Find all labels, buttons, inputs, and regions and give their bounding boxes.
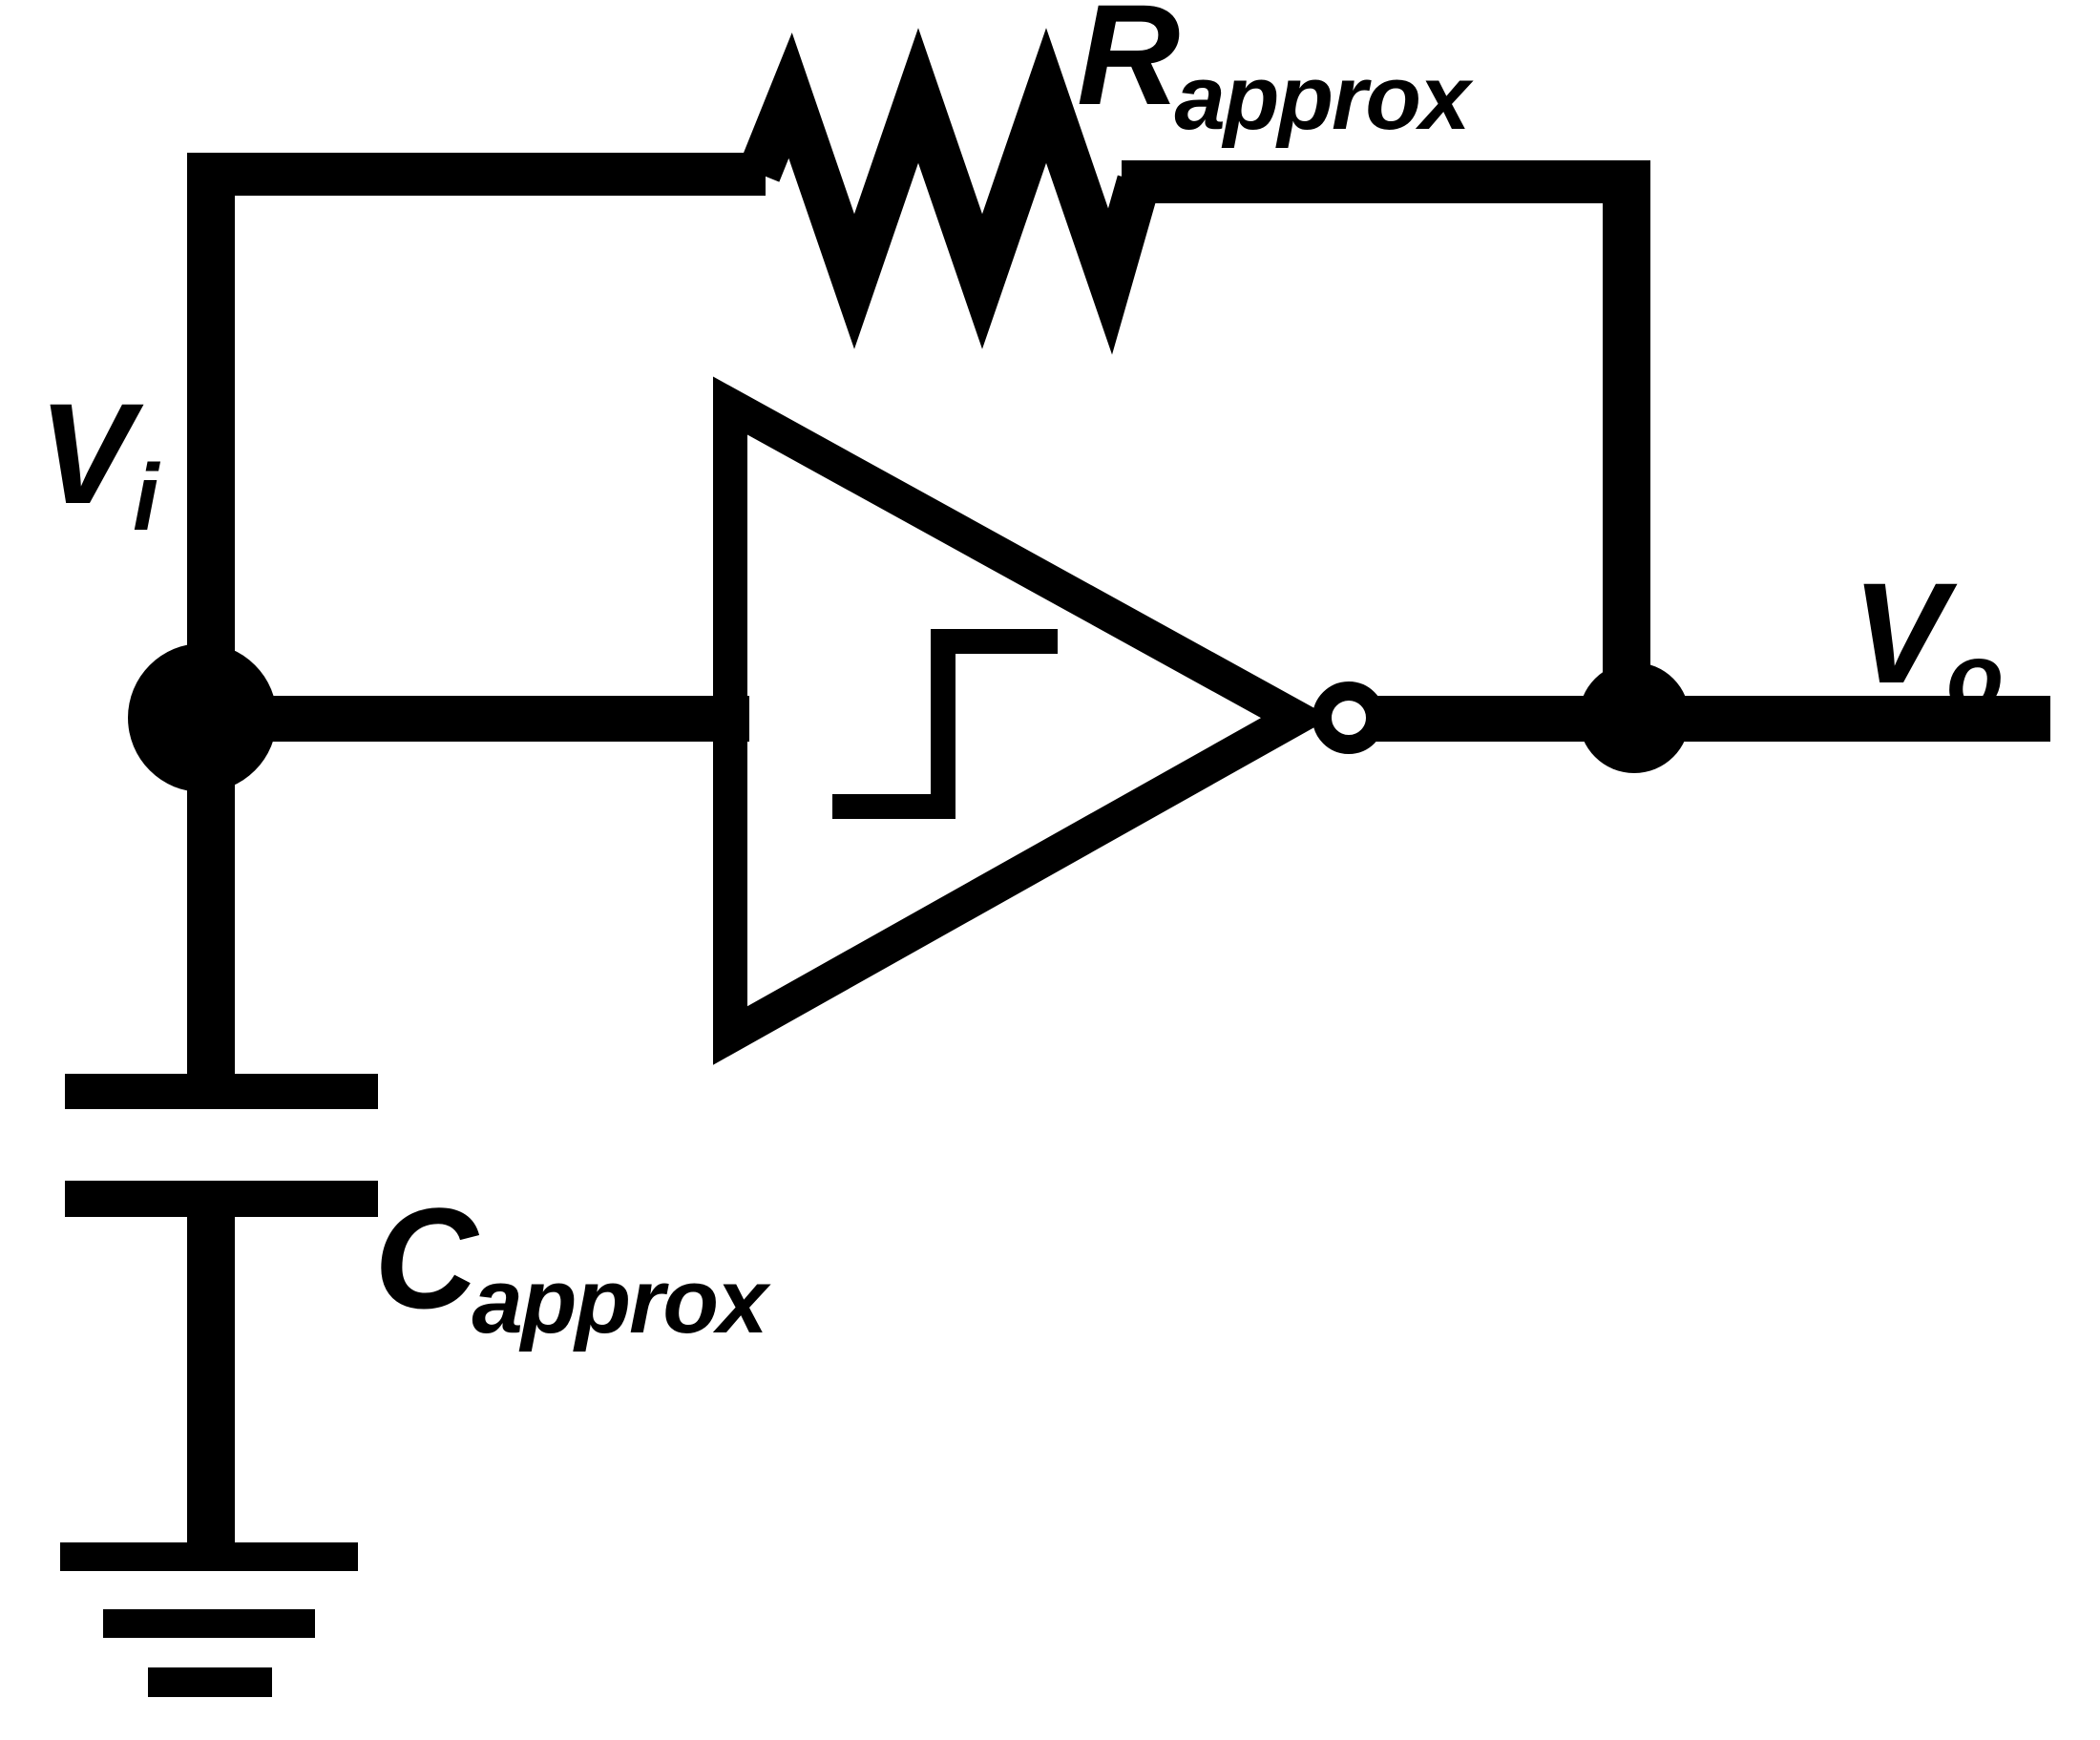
output-voltage-subscript: o	[1946, 624, 2004, 729]
hysteresis-riser	[931, 641, 956, 808]
resistor-zigzag	[738, 28, 1161, 355]
wire-vertical-output-drop	[1603, 160, 1650, 733]
wire-node-to-capacitor	[187, 725, 235, 1093]
wire-horizontal-top-right	[1122, 160, 1649, 203]
resistor-label-subscript: approx	[1174, 47, 1470, 149]
ground-bar-2	[103, 1609, 315, 1638]
wire-vertical-input-riser	[187, 153, 235, 725]
schmitt-inverter-symbol	[713, 376, 1333, 1065]
resistor-label: Rapprox	[1077, 0, 1472, 144]
wire-output-terminal	[1623, 696, 2050, 742]
ground-symbol	[60, 1542, 358, 1697]
capacitor-plate-top	[65, 1074, 378, 1109]
output-voltage-symbol: V	[1852, 553, 1947, 713]
output-node-dot	[1579, 662, 1690, 773]
feedback-top-wire	[187, 153, 766, 725]
feedback-right-wire	[1122, 160, 1650, 733]
inverting-bubble-icon	[1312, 681, 1385, 754]
output-voltage-label: Vo	[1852, 561, 2004, 723]
capacitor-label-symbol: C	[374, 1178, 477, 1338]
capacitor-label-subscript: approx	[472, 1250, 767, 1352]
wire-capacitor-to-ground	[187, 1212, 235, 1561]
ground-bar-3	[148, 1667, 272, 1697]
wire-horizontal-top-left	[187, 153, 766, 196]
capacitor-plate-bottom	[65, 1181, 378, 1217]
resistor-symbol	[738, 28, 1161, 355]
input-voltage-label: Vi	[38, 382, 158, 544]
inverter-triangle	[713, 376, 1333, 1065]
input-voltage-subscript: i	[133, 445, 158, 550]
resistor-label-symbol: R	[1077, 0, 1180, 135]
input-voltage-symbol: V	[38, 373, 134, 534]
capacitor-label: Capprox	[374, 1186, 769, 1348]
ground-bar-1	[60, 1542, 358, 1571]
input-node-dot	[128, 643, 277, 792]
capacitor-branch	[65, 725, 378, 1561]
wire-input-to-inverter	[191, 696, 749, 742]
